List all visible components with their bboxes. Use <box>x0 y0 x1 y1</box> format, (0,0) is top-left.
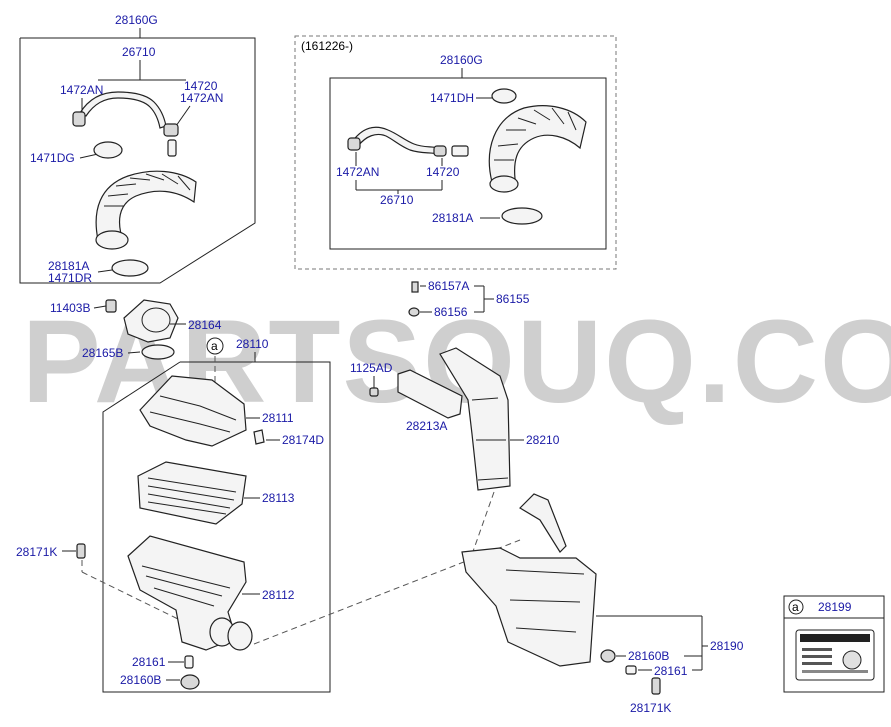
mount-28160b-left[interactable] <box>180 674 200 690</box>
clamp-1472an-right[interactable] <box>347 137 361 151</box>
label-28190[interactable]: 28190 <box>710 639 744 653</box>
label-28160g-right[interactable]: 28160G <box>440 53 483 67</box>
clip-86157a[interactable] <box>411 281 419 293</box>
label-86157a[interactable]: 86157A <box>428 279 469 293</box>
label-1125ad[interactable]: 1125AD <box>350 361 393 375</box>
clip-28174d[interactable] <box>253 429 265 445</box>
label-28174d[interactable]: 28174D <box>282 433 324 447</box>
grommet-28161-left[interactable] <box>184 655 194 669</box>
bracket-28213a[interactable] <box>397 369 463 419</box>
label-1471dr[interactable]: 1471DR <box>48 271 92 285</box>
label-28161-left[interactable]: 28161 <box>132 655 166 669</box>
label-1472an-right[interactable]: 1472AN <box>336 165 379 179</box>
group-box-right <box>329 77 607 250</box>
label-26710-right[interactable]: 26710 <box>380 193 414 207</box>
label-1472an-left[interactable]: 1472AN <box>60 83 103 97</box>
clamp-28181a-right[interactable] <box>501 207 543 225</box>
label-1471dg[interactable]: 1471DG <box>30 151 75 165</box>
label-28160g-left[interactable]: 28160G <box>115 13 158 27</box>
intake-hose-right[interactable] <box>488 105 587 193</box>
clamp-1472an-left[interactable] <box>72 111 86 127</box>
hose-26710-left[interactable] <box>79 91 167 129</box>
gasket-28165b[interactable] <box>141 344 175 360</box>
filter-28113[interactable] <box>137 461 247 525</box>
label-28181a-left[interactable]: 28181A <box>48 259 89 273</box>
clamp-1472an-left-2[interactable] <box>163 123 179 137</box>
bolt-11403b[interactable] <box>105 299 117 313</box>
label-sticker-28199[interactable] <box>795 629 875 681</box>
clip-86156[interactable] <box>408 307 420 317</box>
grommet-28161-right[interactable] <box>625 665 637 675</box>
label-28160b-right[interactable]: 28160B <box>628 649 669 663</box>
nipple-14720-left[interactable] <box>167 139 177 157</box>
label-28111[interactable]: 28111 <box>262 411 294 425</box>
hose-26710-right[interactable] <box>351 126 439 155</box>
clamp-1471dg[interactable] <box>93 141 123 159</box>
label-28113[interactable]: 28113 <box>262 491 295 505</box>
label-28213a[interactable]: 28213A <box>406 419 447 433</box>
group-box-right-outer <box>294 35 617 270</box>
duct-28210[interactable] <box>439 347 511 491</box>
nipple-14720-right[interactable] <box>451 145 469 157</box>
label-28161-right[interactable]: 28161 <box>654 664 688 678</box>
group-box-28110 <box>102 361 331 693</box>
callout-a[interactable] <box>206 337 224 355</box>
label-1472an-left-2[interactable]: 1472AN <box>180 91 223 105</box>
label-28171k-right[interactable]: 28171K <box>630 701 671 715</box>
legend-callout-a <box>788 599 804 615</box>
label-28210[interactable]: 28210 <box>526 433 560 447</box>
clamp-1471dh[interactable] <box>491 88 517 104</box>
label-26710-left[interactable]: 26710 <box>122 45 156 59</box>
cover-28111[interactable] <box>139 375 247 447</box>
mount-28160b-right[interactable] <box>600 649 616 663</box>
label-28112[interactable]: 28112 <box>262 588 295 602</box>
clamp-28181a-left[interactable] <box>111 259 149 277</box>
label-86156[interactable]: 86156 <box>434 305 468 319</box>
clamp-14720-right-a[interactable] <box>433 145 447 157</box>
bolt-1125ad[interactable] <box>369 387 379 397</box>
label-86155[interactable]: 86155 <box>496 292 530 306</box>
label-28181a-right[interactable]: 28181A <box>432 211 473 225</box>
intake-hose-left[interactable] <box>95 170 197 250</box>
resonator-28190[interactable] <box>461 493 597 667</box>
note-161226: (161226-) <box>301 39 353 53</box>
label-1471dh[interactable]: 1471DH <box>430 91 474 105</box>
bolt-28171k-right[interactable] <box>651 677 661 695</box>
label-28164[interactable]: 28164 <box>188 318 222 332</box>
gasket-28112[interactable] <box>227 621 253 651</box>
label-28160b-left[interactable]: 28160B <box>120 673 161 687</box>
label-28165b[interactable]: 28165B <box>82 346 123 360</box>
label-28199[interactable]: 28199 <box>818 600 852 614</box>
label-14720-left[interactable]: 14720 <box>184 79 218 93</box>
label-28110[interactable]: 28110 <box>236 337 269 351</box>
label-11403b[interactable]: 11403B <box>50 301 90 315</box>
label-28171k-left[interactable]: 28171K <box>16 545 57 559</box>
bolt-28171k-left[interactable] <box>76 543 86 559</box>
label-14720-right[interactable]: 14720 <box>426 165 460 179</box>
legend-box <box>783 595 885 693</box>
group-box-left <box>19 37 256 284</box>
svg-text:a: a <box>792 600 799 614</box>
svg-text:a: a <box>211 339 218 353</box>
